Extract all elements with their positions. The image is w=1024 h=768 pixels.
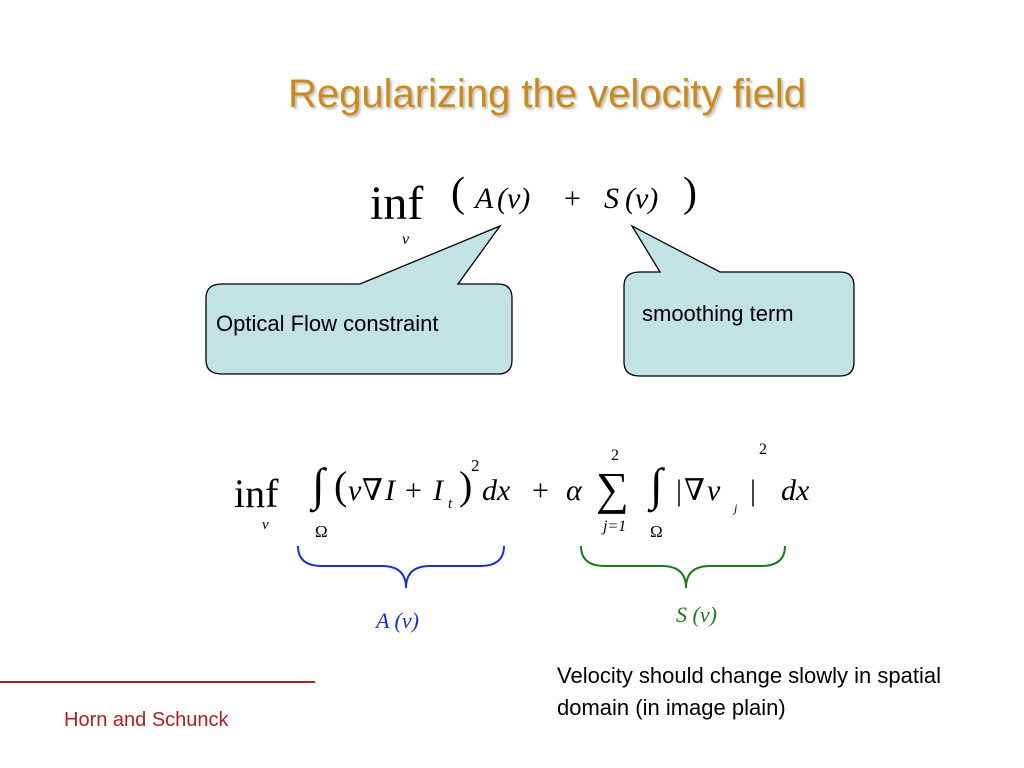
brace-s (580, 545, 786, 589)
eq2-sq-2: 2 (759, 441, 767, 458)
eq2-sigma-top: 2 (611, 447, 619, 464)
callout-right-text: smoothing term (642, 301, 794, 326)
callout-left-text: Optical Flow constraint (216, 311, 439, 336)
label-s: S (v) (676, 602, 717, 627)
eq2-integral-1: ∫ (312, 459, 325, 510)
eq1-plus: + (564, 182, 581, 215)
eq1-s: S (604, 182, 619, 215)
eq2-dx-2: dx (781, 474, 810, 507)
eq2-I: I (385, 474, 395, 507)
slide-title: Regularizing the velocity field (287, 72, 807, 116)
eq2-lparen: ( (334, 463, 348, 508)
eq2-sq: 2 (471, 456, 480, 475)
eq1-a-arg: (v) (497, 182, 531, 215)
callout-left-shape (205, 224, 513, 375)
footer-divider (0, 681, 315, 683)
eq2-It: I (433, 474, 443, 507)
eq2-v: v (348, 474, 362, 507)
eq2-dx: dx (482, 474, 511, 507)
eq1-s-arg: (v) (625, 182, 659, 215)
note-text: Velocity should change slowly in spatial… (557, 663, 942, 720)
eq1-lparen: ( (451, 170, 465, 216)
eq1-a: A (475, 182, 494, 215)
eq2-nabla-2: ∇ (684, 474, 705, 507)
footer-credit: Horn and Schunck (64, 709, 229, 731)
eq2-sigma: ∑ (596, 463, 629, 514)
eq2-plus-inner: + (405, 474, 422, 507)
eq1-inf: inf (370, 177, 424, 230)
eq2-omega-1: Ω (315, 522, 328, 541)
eq2-v-2: v (707, 474, 721, 507)
eq2-sigma-bottom: j=1 (603, 518, 627, 535)
eq2-nabla: ∇ (362, 474, 383, 507)
eq2-rparen: ) (459, 463, 473, 508)
eq1-sub: v (402, 231, 410, 248)
eq2-alpha: α (566, 474, 582, 507)
eq2-bar-right: | (750, 474, 757, 507)
eq2-inf: inf (234, 471, 279, 516)
eq2-bar-left: | (676, 474, 683, 507)
brace-a (297, 545, 505, 589)
eq2-sub: v (262, 517, 269, 533)
eq1-rparen: ) (683, 170, 697, 216)
eq2-j: j (734, 501, 738, 515)
label-a: A (v) (376, 608, 419, 633)
eq2-omega-2: Ω (650, 522, 663, 541)
eq2-t: t (448, 496, 453, 512)
eq2-integral-2: ∫ (650, 459, 663, 510)
callout-right-shape (623, 224, 855, 377)
eq2-plus: + (532, 474, 549, 507)
